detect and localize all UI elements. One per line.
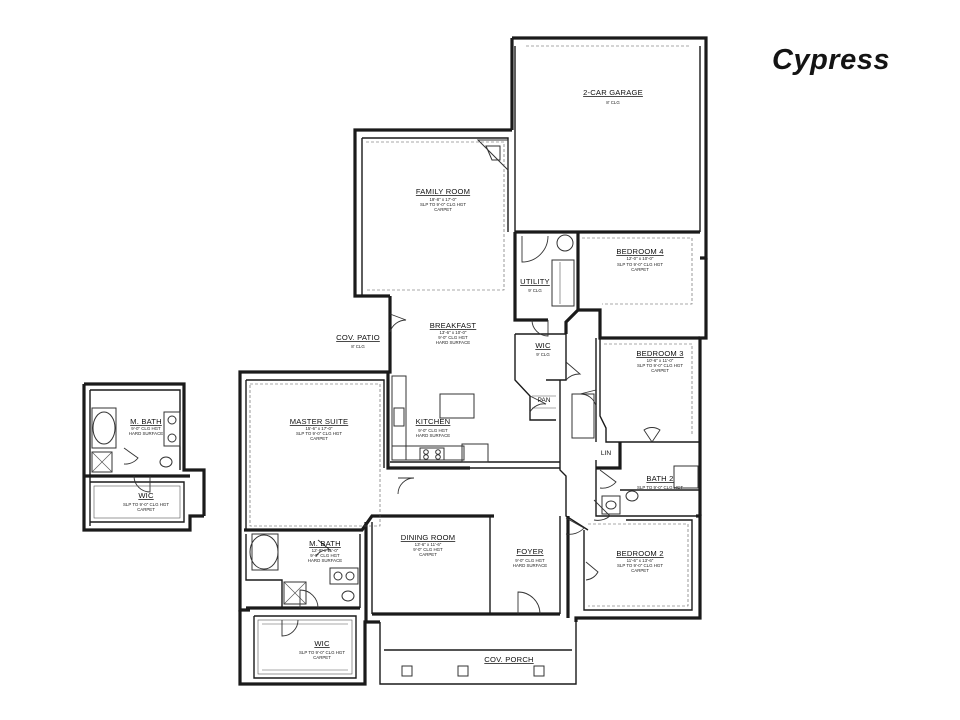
kitchen-island: [439, 393, 475, 419]
porch-column: [533, 665, 545, 677]
label-utility: UTILITY: [520, 277, 550, 286]
svg-text:HARD SURFACE: HARD SURFACE: [129, 431, 163, 436]
label-alt-wic: WIC: [138, 491, 154, 500]
svg-text:9'-0" CLG HGT: 9'-0" CLG HGT: [413, 547, 443, 552]
svg-text:SLP TO 9'-0" CLG HGT: SLP TO 9'-0" CLG HGT: [296, 431, 342, 436]
label-cov-porch: COV. PORCH: [484, 655, 533, 664]
label-wic-hall: WIC: [535, 341, 551, 350]
svg-text:CARPET: CARPET: [310, 436, 328, 441]
svg-text:HARD SURFACE: HARD SURFACE: [308, 558, 342, 563]
master-vanity-icon: [329, 567, 359, 585]
label-bedroom-3: BEDROOM 3: [636, 349, 683, 358]
porch-column: [457, 665, 469, 677]
svg-text:CARPET: CARPET: [137, 507, 155, 512]
svg-text:9'-0" CLG HGT: 9'-0" CLG HGT: [438, 335, 468, 340]
svg-text:HARD SURFACE: HARD SURFACE: [513, 563, 547, 568]
svg-text:8' CLG: 8' CLG: [606, 100, 620, 105]
vanity-icon: [601, 495, 621, 515]
svg-text:9' CLG: 9' CLG: [528, 288, 542, 293]
svg-text:SLP TO 9'-0" CLG HGT: SLP TO 9'-0" CLG HGT: [617, 262, 663, 267]
svg-text:SLP TO 9'-0" CLG HGT: SLP TO 9'-0" CLG HGT: [637, 363, 683, 368]
master-toilet-icon: [341, 590, 355, 602]
room-labels: 2-CAR GARAGE 8' CLG FAMILY ROOM 19'-8" x…: [123, 88, 684, 664]
label-bath-2: BATH 2: [646, 474, 673, 483]
svg-text:HARD SURFACE: HARD SURFACE: [436, 340, 470, 345]
svg-text:9'-0" CLG HGT: 9'-0" CLG HGT: [310, 553, 340, 558]
svg-text:SLP TO 9'-0" CLG HGT: SLP TO 9'-0" CLG HGT: [617, 563, 663, 568]
svg-text:19'-8" x 17'-0": 19'-8" x 17'-0": [429, 197, 456, 202]
svg-text:12'-0" x 10'-0": 12'-0" x 10'-0": [626, 256, 653, 261]
svg-text:CARPET: CARPET: [631, 568, 649, 573]
svg-text:9'-0" CLG HGT: 9'-0" CLG HGT: [131, 426, 161, 431]
svg-text:13'-6" x 10'-0": 13'-6" x 10'-0": [439, 330, 466, 335]
label-bedroom-4: BEDROOM 4: [616, 247, 663, 256]
svg-text:9' CLG: 9' CLG: [536, 352, 550, 357]
label-garage: 2-CAR GARAGE: [583, 88, 643, 97]
svg-text:9'-0" CLG HGT: 9'-0" CLG HGT: [418, 428, 448, 433]
interior-walls: [244, 46, 701, 679]
sink-icon: [393, 407, 405, 427]
svg-text:CARPET: CARPET: [313, 655, 331, 660]
svg-text:10'-6" x 11'-0": 10'-6" x 11'-0": [647, 358, 674, 363]
svg-text:15'-6" x 17'-0": 15'-6" x 17'-0": [305, 426, 332, 431]
svg-text:CARPET: CARPET: [651, 368, 669, 373]
svg-text:CARPET: CARPET: [631, 267, 649, 272]
label-family-room: FAMILY ROOM: [416, 187, 470, 196]
plan-title: Cypress: [772, 44, 890, 76]
master-tub-icon: [249, 534, 279, 570]
toilet-icon: [625, 490, 639, 502]
svg-text:11'-6" x 13'-6": 11'-6" x 13'-6": [627, 558, 654, 563]
label-master-suite: MASTER SUITE: [290, 417, 349, 426]
alt-shower-icon: [91, 451, 113, 473]
bathtub-icon: [673, 465, 699, 489]
label-wic-master: WIC: [314, 639, 330, 648]
label-kitchen: KITCHEN: [416, 417, 451, 426]
alternate-master-bath-inset: [82, 382, 206, 532]
svg-text:9'-0" CLG HGT: 9'-0" CLG HGT: [515, 558, 545, 563]
svg-text:SLP TO 9'-0" CLG HGT: SLP TO 9'-0" CLG HGT: [299, 650, 345, 655]
shower-icon: [283, 581, 307, 605]
svg-text:CARPET: CARPET: [419, 552, 437, 557]
fixtures: [249, 45, 699, 677]
svg-text:SLP TO 9'-0" CLG HGT: SLP TO 9'-0" CLG HGT: [123, 502, 169, 507]
label-dining-room: DINING ROOM: [401, 533, 456, 542]
svg-text:HARD SURFACE: HARD SURFACE: [416, 433, 450, 438]
refrigerator-icon: [461, 443, 489, 463]
svg-text:CARPET: CARPET: [434, 207, 452, 212]
label-foyer: FOYER: [516, 547, 543, 556]
water-heater-icon: [556, 234, 574, 252]
alt-toilet-icon: [159, 456, 173, 468]
svg-text:SLP TO 9'-0" CLG HGT: SLP TO 9'-0" CLG HGT: [420, 202, 466, 207]
label-alt-m-bath: M. BATH: [130, 417, 162, 426]
fireplace-icon: [476, 139, 509, 172]
label-breakfast: BREAKFAST: [430, 321, 477, 330]
door-swings: [281, 235, 661, 637]
label-pan: PAN: [537, 397, 550, 404]
porch-column: [401, 665, 413, 677]
alt-tub-icon: [92, 411, 116, 445]
svg-text:8' CLG: 8' CLG: [351, 344, 365, 349]
range-icon: [419, 447, 445, 461]
label-cov-patio: COV. PATIO: [336, 333, 380, 342]
exterior-walls: [238, 36, 708, 686]
label-bedroom-2: BEDROOM 2: [616, 549, 663, 558]
alt-vanity-icon: [163, 411, 181, 447]
svg-text:13'-6" x 11'-6": 13'-6" x 11'-6": [415, 542, 442, 547]
svg-text:SLP TO 9'-0" CLG HGT: SLP TO 9'-0" CLG HGT: [637, 485, 683, 490]
svg-text:12'-8" x 11'-0": 12'-8" x 11'-0": [312, 548, 339, 553]
label-lin: LIN: [601, 450, 611, 457]
label-m-bath: M. BATH: [309, 539, 341, 548]
